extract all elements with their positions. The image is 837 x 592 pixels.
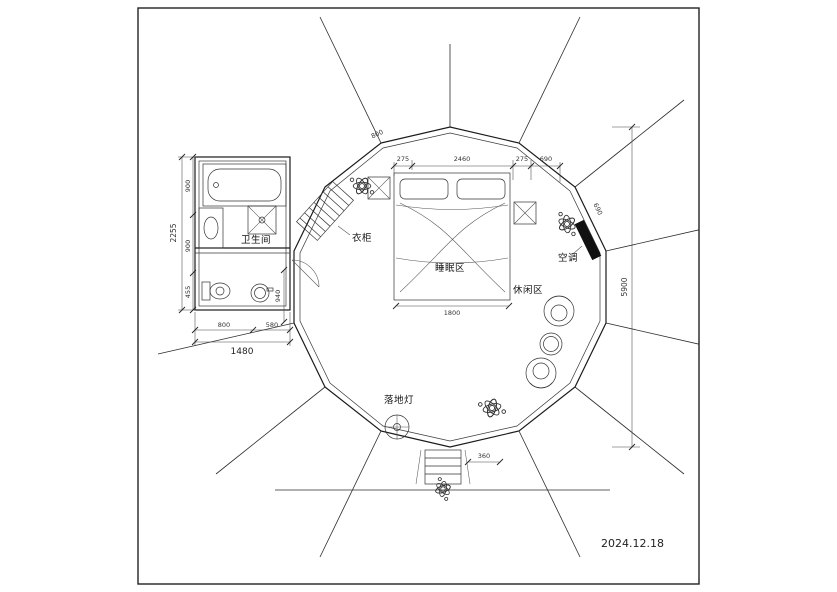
dim-top-seg1: 275 bbox=[397, 155, 409, 163]
dim-annex-w-seg1: 800 bbox=[218, 321, 230, 329]
dim-top-seg4: 690 bbox=[540, 155, 552, 163]
leisure-furniture bbox=[525, 295, 575, 389]
dim-annex-w-seg2: 580 bbox=[266, 321, 278, 329]
bathroom-annex bbox=[194, 156, 320, 311]
wardrobe-stairs bbox=[296, 181, 354, 241]
entrance-steps bbox=[415, 449, 471, 485]
floor-lamp-symbol bbox=[384, 414, 410, 440]
shower bbox=[247, 205, 277, 235]
drawing-date: 2024.12.18 bbox=[601, 537, 664, 550]
label-floor-lamp: 落地灯 bbox=[384, 394, 414, 406]
dim-annex-height: 2255 bbox=[169, 223, 178, 242]
toilet bbox=[201, 281, 231, 301]
room-labels: 卫生间 衣柜 睡眠区 休闲区 空调 落地灯 bbox=[241, 225, 578, 406]
dim-annex-seg2: 900 bbox=[184, 240, 192, 252]
dim-top-seg2: 2460 bbox=[454, 155, 471, 163]
dim-bed-width: 1800 bbox=[444, 309, 461, 317]
washbasin bbox=[250, 283, 274, 303]
main-structure-walls bbox=[293, 126, 607, 448]
label-air-conditioner: 空调 bbox=[558, 252, 578, 264]
bathtub bbox=[202, 163, 287, 207]
dim-annex-junction: 940 bbox=[274, 290, 282, 302]
bed bbox=[393, 172, 511, 301]
air-conditioner-unit bbox=[572, 219, 602, 261]
dim-top-seg3: 275 bbox=[516, 155, 528, 163]
door-swing-arc bbox=[291, 259, 320, 288]
dim-entry-width: 360 bbox=[478, 452, 490, 460]
vanity-sink bbox=[198, 207, 224, 249]
dim-annex-width: 1480 bbox=[231, 347, 254, 357]
dim-annex-seg1: 900 bbox=[184, 180, 192, 192]
label-leisure-area: 休闲区 bbox=[513, 284, 543, 296]
radiating-lines bbox=[157, 16, 699, 558]
dim-overall-height: 5900 bbox=[620, 277, 629, 296]
dimensions: 5900 2255 900 900 455 800 580 1480 bbox=[169, 123, 640, 466]
nightstand-right bbox=[513, 201, 537, 225]
dim-annex-seg3: 455 bbox=[184, 286, 192, 298]
nightstand-left bbox=[367, 176, 391, 200]
label-bathroom: 卫生间 bbox=[241, 234, 271, 246]
drawing-border bbox=[137, 7, 700, 585]
label-sleeping-area: 睡眠区 bbox=[435, 262, 465, 274]
label-wardrobe: 衣柜 bbox=[352, 232, 372, 244]
